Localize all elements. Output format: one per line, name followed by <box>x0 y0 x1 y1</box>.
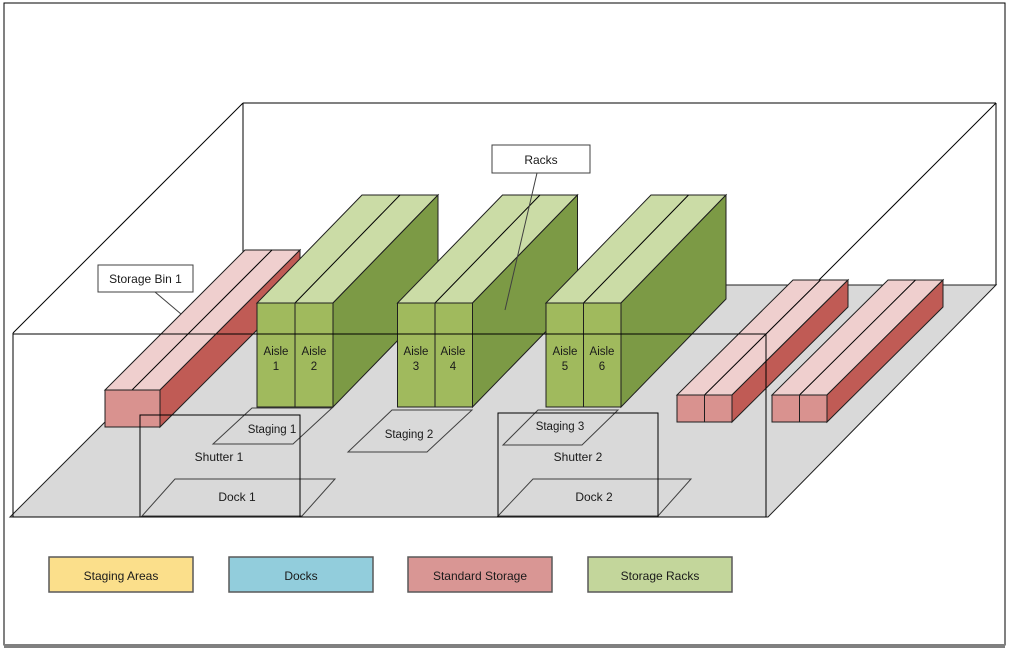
aisle-labels: Aisle 1 Aisle 2 Aisle 3 Aisle 4 Aisle 5 … <box>264 346 615 373</box>
area-labels: Staging 1 Staging 2 Staging 3 Shutter 1 … <box>195 421 613 504</box>
legend: Staging Areas Docks Standard Storage Sto… <box>48 556 733 593</box>
legend-swatch-staging-areas <box>48 556 194 593</box>
legend-label-docks: Docks <box>284 569 317 583</box>
aisle-3-num: 3 <box>413 361 419 373</box>
staging-3-label: Staging 3 <box>536 421 585 433</box>
legend-label-staging-areas: Staging Areas <box>84 569 159 583</box>
rack-group-1 <box>255 193 440 409</box>
aisle-6-num: 6 <box>599 361 605 373</box>
bin-a-front-left <box>676 394 705 423</box>
page-bottom-band <box>4 644 1005 648</box>
staging-2-area <box>346 409 474 453</box>
storage-bin-callout-leader <box>154 291 182 315</box>
aisle-4-word: Aisle <box>441 346 466 358</box>
shutter-1-outline <box>139 414 301 518</box>
aisle-5-face <box>545 302 584 408</box>
aisle-2-word: Aisle <box>302 346 327 358</box>
racks-callout-label: Racks <box>524 153 557 167</box>
storage-bin-1-ridge <box>131 249 273 391</box>
aisle-5-num: 5 <box>562 361 568 373</box>
legend-swatch-storage-racks <box>587 556 733 593</box>
staging-2-label: Staging 2 <box>385 429 434 441</box>
storage-bin-group-a <box>675 278 850 424</box>
aisle-3-word: Aisle <box>404 346 429 358</box>
storage-bin-callout-box <box>97 264 194 293</box>
storage-bin-group-b <box>770 278 945 424</box>
rack-group-2 <box>396 193 579 409</box>
bin-a-ridge <box>704 279 821 396</box>
aisle-4-face <box>434 302 473 408</box>
legend-swatch-docks <box>228 556 374 593</box>
dock-1-area <box>140 478 337 517</box>
dock-2-label: Dock 2 <box>575 490 613 504</box>
rack-group-3 <box>544 193 728 409</box>
staging-1-area <box>211 407 334 445</box>
staging-1-label: Staging 1 <box>248 424 297 436</box>
aisle-1-face <box>256 302 296 408</box>
racks-callout: Racks <box>491 144 591 311</box>
dock-1-label: Dock 1 <box>218 490 256 504</box>
bin-b-front-right <box>799 394 828 423</box>
rack-3-ridge <box>583 194 689 304</box>
aisle-1-num: 1 <box>273 361 279 373</box>
aisle-1-word: Aisle <box>264 346 289 358</box>
racks-callout-leader <box>504 172 538 311</box>
legend-label-standard-storage: Standard Storage <box>433 569 527 583</box>
aisle-2-face <box>294 302 334 408</box>
rack-2-ridge <box>434 194 541 304</box>
dock-2-area <box>496 478 693 517</box>
aisle-3-face <box>397 302 436 408</box>
shutter-2-label: Shutter 2 <box>554 450 603 464</box>
room-right-wall-diagonal <box>814 102 997 285</box>
front-wall-outline <box>12 333 767 518</box>
shutter-2-outline <box>497 412 659 518</box>
aisle-5-word: Aisle <box>553 346 578 358</box>
bin-a-front-right <box>704 394 733 423</box>
bin-b-front-left <box>771 394 800 423</box>
aisle-6-word: Aisle <box>590 346 615 358</box>
storage-bin-callout-label: Storage Bin 1 <box>109 272 182 286</box>
bin-b-ridge <box>799 279 916 396</box>
legend-label-storage-racks: Storage Racks <box>621 569 700 583</box>
shutter-1-label: Shutter 1 <box>195 450 244 464</box>
storage-bin-callout: Storage Bin 1 <box>97 264 194 315</box>
racks-callout-box <box>491 144 591 174</box>
aisle-2-num: 2 <box>311 361 317 373</box>
room-left-wall-top-edge <box>12 102 244 334</box>
staging-3-area <box>501 409 620 446</box>
storage-bin-1-front-face <box>104 389 161 428</box>
aisle-6-face <box>583 302 622 408</box>
legend-swatch-standard-storage <box>407 556 553 593</box>
aisle-4-num: 4 <box>450 361 457 373</box>
rack-1-ridge <box>294 194 401 304</box>
